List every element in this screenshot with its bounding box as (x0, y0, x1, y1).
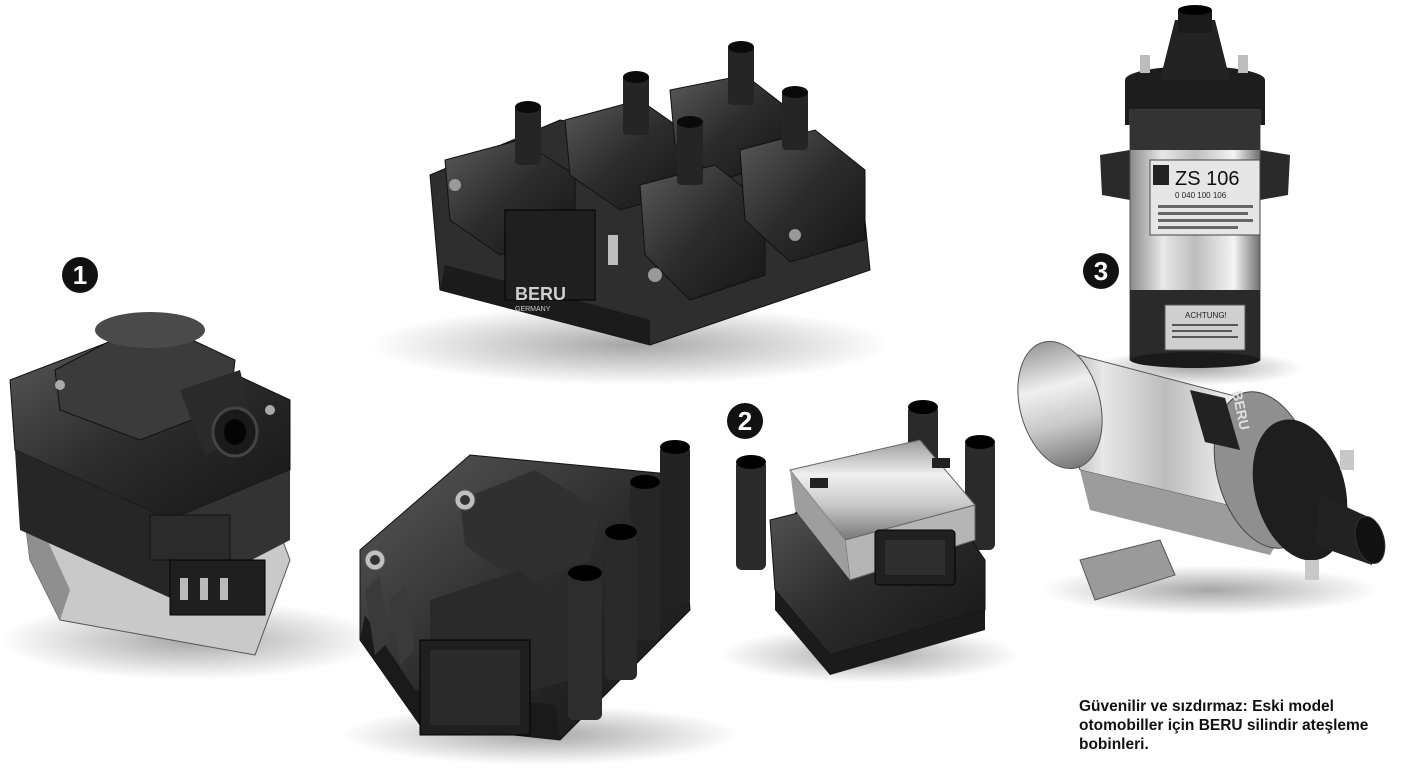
marker-three: 3 (1083, 253, 1119, 289)
cylinder-coil-lying: BERU (1017, 340, 1386, 615)
four-tower-coil-pack (340, 440, 740, 765)
warning-sticker-text: ACHTUNG! (1185, 311, 1227, 320)
coil-pack-sub-text: GERMANY (515, 306, 551, 313)
six-tower-coil-pack: BERU GERMANY (370, 41, 890, 385)
single-ignition-coil (0, 312, 380, 680)
cylinder-coil-label: ZS 106 (1175, 168, 1239, 190)
cylinder-coil-upright: ZS 106 0 040 100 106 ACHTUNG! (1085, 5, 1305, 386)
marker-one: 1 (62, 257, 98, 293)
caption-line-2: otomobiller için BERU silindir ateşleme (1079, 717, 1369, 734)
cylinder-coil-part-number: 0 040 100 106 (1175, 191, 1227, 200)
marker-two: 2 (727, 403, 763, 439)
caption-line-1: Güvenilir ve sızdırmaz: Eski model (1079, 698, 1334, 715)
caption-line-3: bobinleri. (1079, 736, 1149, 753)
compact-coil-metal-top (720, 400, 1020, 683)
coil-pack-brand-text: BERU (515, 284, 566, 304)
photo-caption: Güvenilir ve sızdırmaz: Eski model otomo… (1079, 697, 1399, 754)
